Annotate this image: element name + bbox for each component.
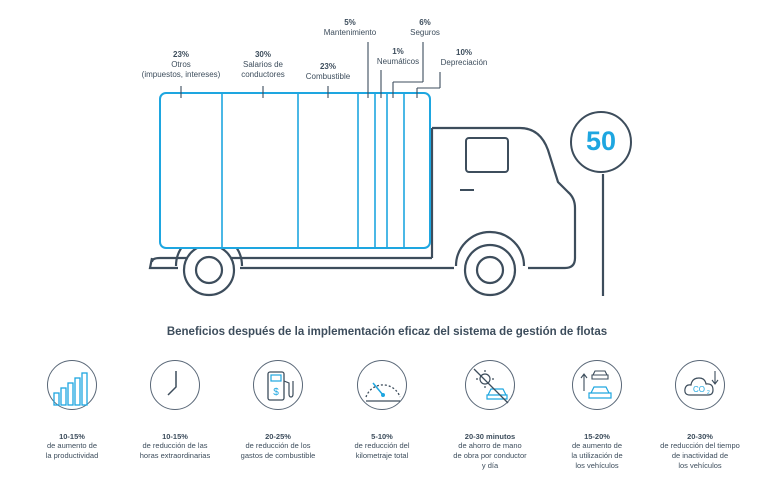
svg-text:2: 2 [707,390,710,396]
speed-limit-sign: 50 [570,111,632,173]
fuel-pump-icon: $ [253,360,303,410]
no-overtime-car-icon [465,360,515,410]
benefit-desc: de reducción de los gastos de combustibl… [240,441,316,460]
segment-label-mantenimiento: 5% Mantenimiento [324,18,376,38]
benefit-desc: de reducción del kilometraje total [354,441,410,460]
benefit-fuel: $ 20-25% de reducción de los gastos de c… [223,360,333,461]
benefit-productivity: 10-15% de aumento de la productividad [17,360,127,461]
vehicles-up-icon [572,360,622,410]
benefit-range: 20-25% [265,432,291,441]
segment-name: Otros (impuestos, intereses) [141,60,221,79]
benefit-desc: de aumento de la productividad [45,441,99,460]
odometer-icon [357,360,407,410]
segment-pct: 1% [392,47,404,56]
benefit-desc: de ahorro de mano de obra por conductor … [453,441,527,470]
truck-cab [430,126,577,270]
rear-wheel [182,243,236,297]
benefit-range: 20-30% [687,432,713,441]
cargo-box [159,92,431,249]
segment-label-otros: 23% Otros (impuestos, intereses) [142,50,221,80]
benefit-overtime: 10-15% de reducción de las horas extraor… [120,360,230,461]
benefit-mileage: 5-10% de reducción del kilometraje total [327,360,437,461]
segment-pct: 6% [419,18,431,27]
benefit-downtime: CO 2 20-30% de reducción del tiempo de i… [645,360,755,471]
segment-label-neumaticos: 1% Neumáticos [377,47,419,67]
segment-label-depreciacion: 10% Depreciación [441,48,488,68]
benefit-labor: 20-30 minutos de ahorro de mano de obra … [435,360,545,471]
benefit-desc: de aumento de la utilización de los vehí… [571,441,623,470]
benefit-utilization: 15-20% de aumento de la utilización de l… [542,360,652,471]
benefits-title: Beneficios después de la implementación … [166,326,608,338]
segment-label-salarios: 30% Salarios de conductores [241,50,285,80]
segment-pct: 23% [319,62,336,71]
segment-label-seguros: 6% Seguros [410,18,440,38]
speed-limit-value: 50 [585,126,617,156]
segment-pct: 30% [254,50,271,59]
segment-pct: 23% [172,50,190,59]
segment-name: Seguros [410,28,440,37]
segment-name: Salarios de conductores [241,60,285,79]
segment-name: Neumáticos [376,57,420,66]
segment-pct: 10% [455,48,473,57]
segment-pct: 5% [344,18,356,27]
co2-down-icon: CO 2 [675,360,725,410]
benefit-range: 5-10% [371,432,393,441]
benefit-range: 10-15% [59,432,85,441]
segment-name: Depreciación [440,58,488,67]
segment-name: Mantenimiento [323,28,377,37]
benefit-desc: de reducción de las horas extraordinaria… [139,441,211,460]
truck-window [465,137,509,173]
benefit-range: 15-20% [584,432,610,441]
benefit-range: 20-30 minutos [464,432,516,441]
benefit-range: 10-15% [162,432,188,441]
truck-illustration [148,42,605,297]
segment-label-combustible: 23% Combustible [306,62,350,82]
svg-text:$: $ [273,387,279,398]
segment-name: Combustible [305,72,351,81]
benefit-desc: de reducción del tiempo de inactividad d… [660,441,740,470]
front-wheel [463,243,517,297]
bar-growth-icon [47,360,97,410]
clock-icon [150,360,200,410]
truck-chassis [148,256,454,270]
svg-text:CO: CO [693,385,705,394]
